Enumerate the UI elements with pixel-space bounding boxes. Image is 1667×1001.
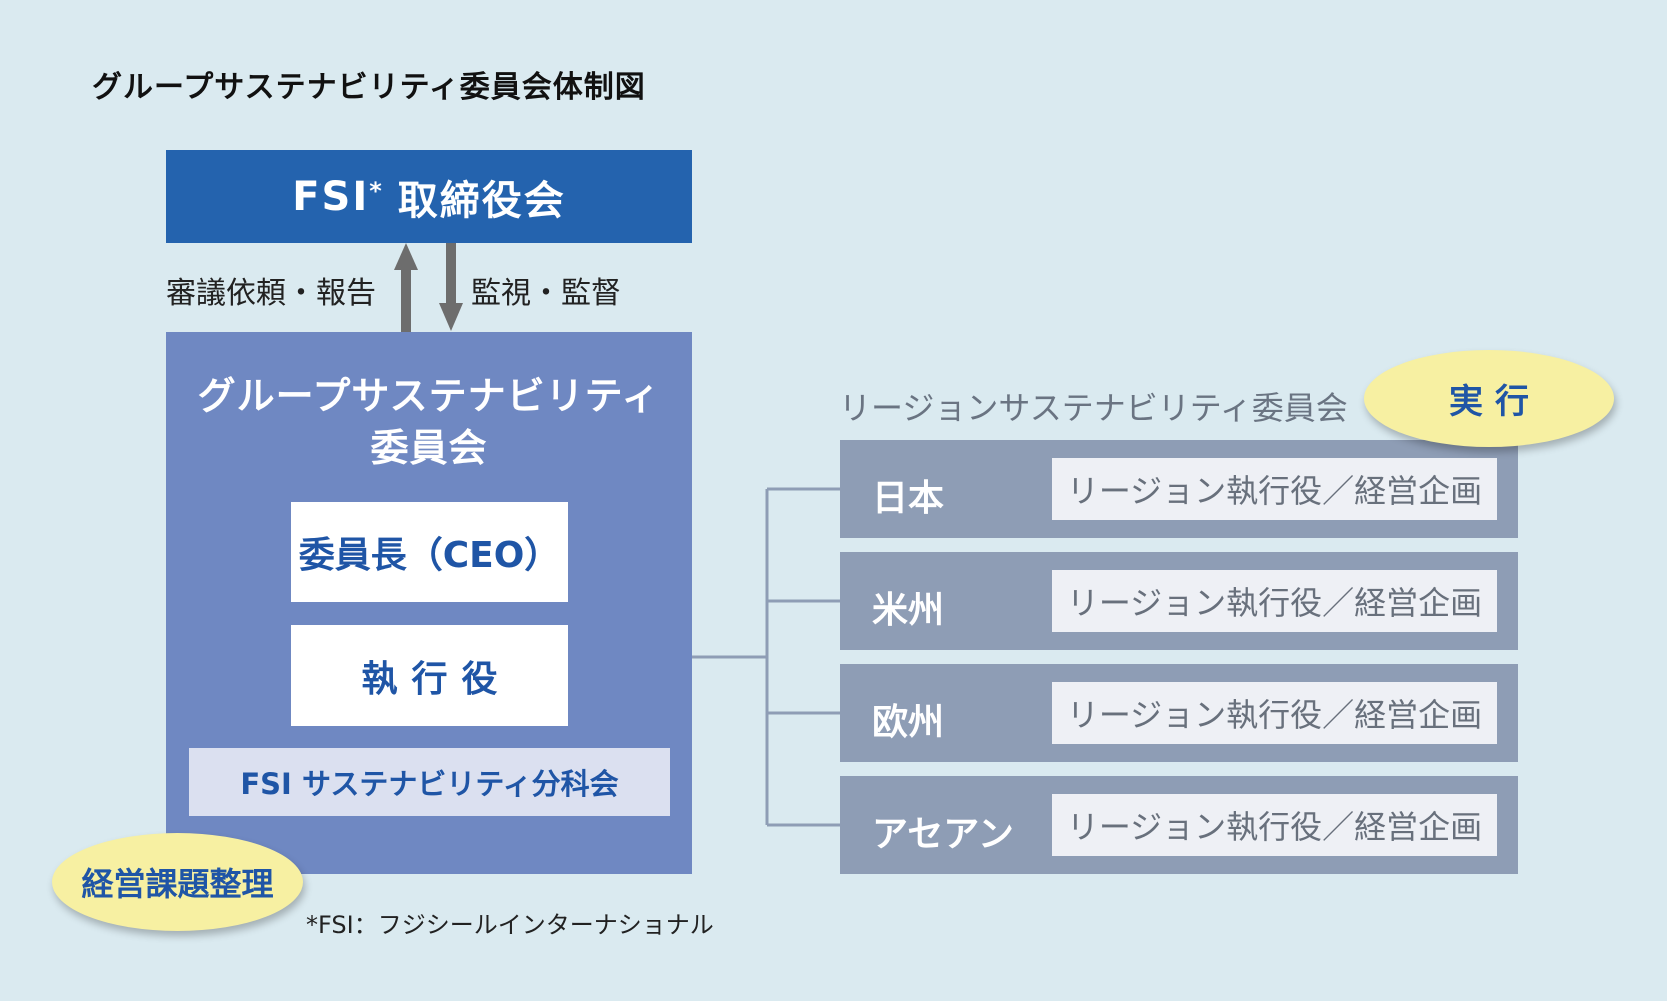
region-role: リージョン執行役／経営企画	[1052, 570, 1497, 632]
report-request-label: 審議依頼・報告	[166, 276, 376, 311]
supervision-arrow-down	[439, 243, 463, 331]
supervision-label: 監視・監督	[471, 276, 621, 311]
board-of-directors-box: FSI* 取締役会	[166, 150, 692, 243]
issues-badge: 経営課題整理	[52, 833, 303, 931]
chairperson-box: 委員長（CEO）	[291, 502, 568, 602]
sustainability-subcommittee-box: FSI サステナビリティ分科会	[189, 748, 670, 816]
region-role: リージョン執行役／経営企画	[1052, 794, 1497, 856]
region-name: 欧州	[872, 702, 945, 743]
region-committee-title: リージョンサステナビリティ委員会	[839, 389, 1348, 427]
executive-officer-box: 執行役	[291, 625, 568, 726]
region-name: 米州	[872, 590, 945, 631]
region-name: アセアン	[872, 814, 1014, 855]
footnote: *FSI：フジシールインターナショナル	[306, 911, 714, 939]
diagram-title: グループサステナビリティ委員会体制図	[92, 70, 646, 105]
region-name: 日本	[872, 478, 945, 519]
region-role: リージョン執行役／経営企画	[1052, 458, 1497, 520]
region-role: リージョン執行役／経営企画	[1052, 682, 1497, 744]
board-label: 取締役会	[397, 177, 566, 224]
report-arrow-up	[394, 243, 418, 332]
board-company: FSI	[292, 173, 370, 220]
committee-name-line1: グループサステナビリティ	[197, 374, 661, 418]
region-bracket	[692, 487, 840, 827]
committee-name-line2: 委員会	[370, 426, 488, 470]
board-asterisk: *	[369, 176, 384, 205]
committee-name: グループサステナビリティ 委員会	[166, 370, 692, 474]
execution-badge: 実行	[1364, 350, 1614, 447]
